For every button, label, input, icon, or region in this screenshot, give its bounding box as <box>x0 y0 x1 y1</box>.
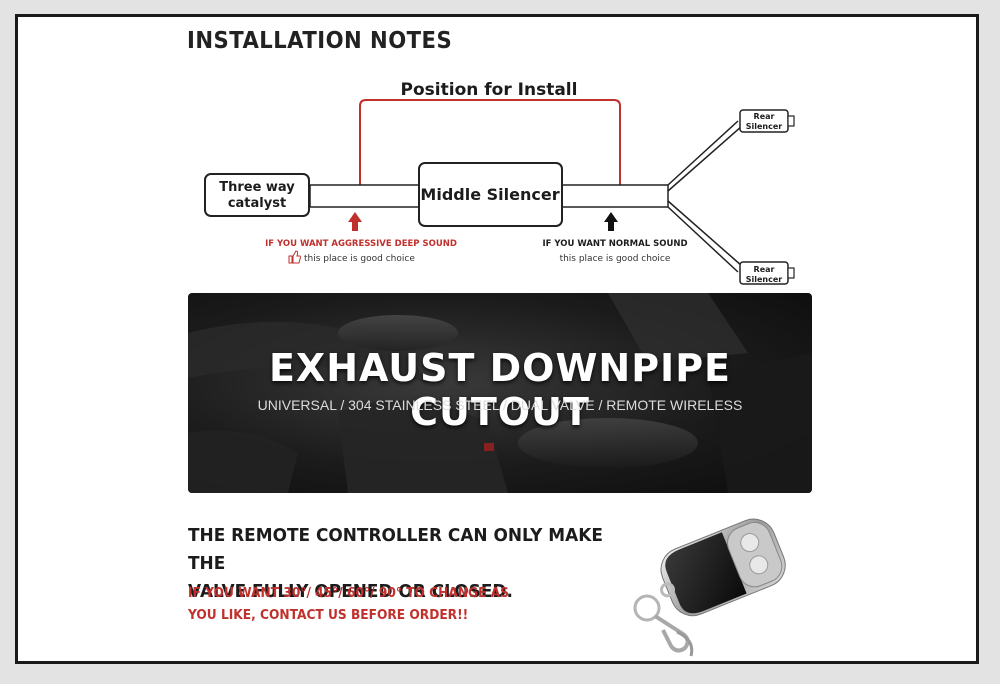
contact-note-line2: YOU LIKE, CONTACT US BEFORE ORDER!! <box>188 608 469 623</box>
contact-note: IF YOU WANT 30°/ 45°/ 60°/ 90° TO CHANGE… <box>188 583 526 627</box>
aggressive-sound-sub: this place is good choice <box>304 254 415 264</box>
banner-subtitle: UNIVERSAL / 304 STAINLESS STEEL / DUAL V… <box>257 397 743 413</box>
rear-silencer-top-line1: Rear <box>754 112 775 121</box>
product-banner: EXHAUST DOWNPIPE CUTOUT UNIVERSAL / 304 … <box>188 293 812 493</box>
rear-silencer-bottom-line2: Silencer <box>746 275 783 284</box>
middle-silencer-box <box>418 162 563 227</box>
remote-note: THE REMOTE CONTROLLER CAN ONLY MAKE THE … <box>188 522 630 606</box>
page-title: INSTALLATION NOTES <box>187 28 453 54</box>
banner-title: EXHAUST DOWNPIPE CUTOUT <box>268 346 732 434</box>
middle-silencer-label: Middle Silencer <box>420 185 559 204</box>
aggressive-sound-title: IF YOU WANT AGGRESSIVE DEEP SOUND <box>265 239 457 249</box>
rear-silencer-bottom-line1: Rear <box>754 265 775 274</box>
rear-silencer-top-line2: Silencer <box>746 122 783 131</box>
contact-note-line1: IF YOU WANT 30°/ 45°/ 60°/ 90° TO CHANGE… <box>188 586 509 601</box>
position-label: Position for Install <box>401 80 578 100</box>
thumbs-up-icon <box>288 250 301 264</box>
normal-sound-title: IF YOU WANT NORMAL SOUND <box>542 239 687 249</box>
pipe-segment-rear <box>559 184 669 208</box>
up-arrow-icon <box>348 212 362 231</box>
catalyst-label-line2: catalyst <box>228 196 286 211</box>
engine-bay-background <box>188 293 812 493</box>
install-position-bracket <box>359 99 621 185</box>
remote-note-line2: VALVE FULLY OPENED OR CLOSED. <box>188 581 513 602</box>
remote-note-line1: THE REMOTE CONTROLLER CAN ONLY MAKE THE <box>188 525 603 574</box>
catalyst-box <box>204 173 310 217</box>
pipe-segment-front <box>309 184 421 208</box>
exhaust-diagram: Position for Install Three way catalyst … <box>204 80 795 285</box>
normal-sound-sub: this place is good choice <box>560 254 671 264</box>
remote-control-icon <box>633 518 786 657</box>
up-arrow-icon <box>604 212 618 231</box>
catalyst-label-line1: Three way <box>219 180 295 195</box>
